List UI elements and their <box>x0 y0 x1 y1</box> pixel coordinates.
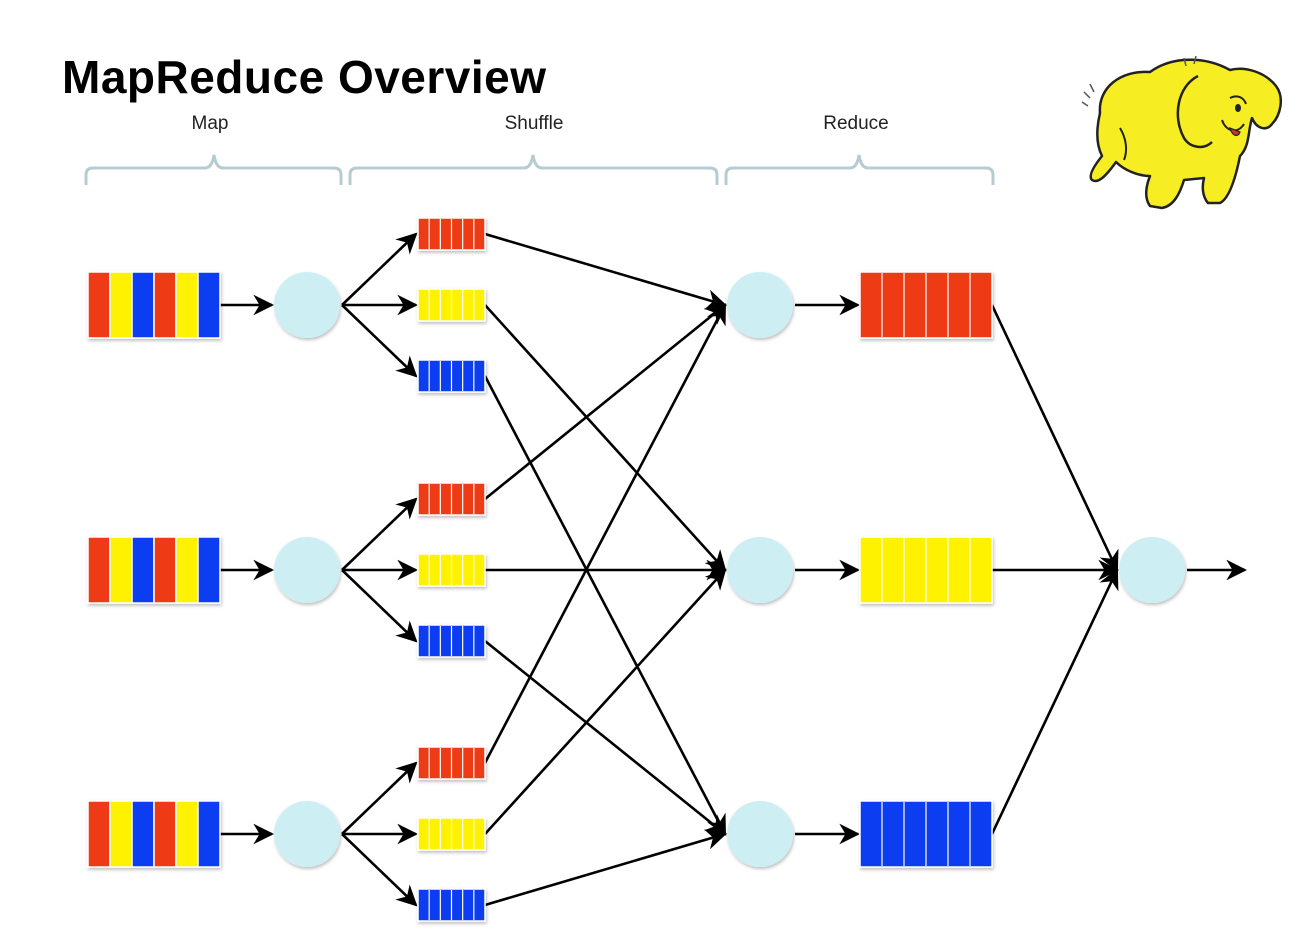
map-input-record-2-cell <box>153 536 177 604</box>
stage-label-reduce: Reduce <box>823 113 889 134</box>
arrow-shuffle-map-1-to-reduce-1 <box>484 232 727 310</box>
partition-3-red <box>417 746 486 780</box>
map-input-record-1-cell <box>197 271 221 339</box>
arrow-shuffle-map-1-to-reduce-2 <box>484 304 727 572</box>
map-input-record-2-cell <box>109 536 133 604</box>
map-input-record-3-cell <box>153 800 177 868</box>
arrow-shuffle-map-1-to-reduce-3 <box>483 375 727 836</box>
partition-3-blue <box>417 888 486 922</box>
stage-label-map: Map <box>191 113 229 134</box>
map-input-record-1 <box>87 271 221 339</box>
arrow-map-3-to-partition-blue <box>341 833 418 907</box>
map-node-2 <box>274 537 340 603</box>
arrow-map-1-to-partition-blue <box>341 304 418 378</box>
reduce-output-yellow <box>859 536 993 604</box>
map-input-record-3-cell <box>131 800 155 868</box>
hadoop-elephant-icon <box>1081 55 1283 210</box>
partition-1-blue <box>417 359 486 393</box>
partition-3-yellow <box>417 817 486 851</box>
brace-reduce <box>724 154 995 185</box>
arrow-map-2-to-partition-blue <box>341 569 418 643</box>
final-output-node <box>1119 537 1185 603</box>
arrow-map-3-to-partition-red <box>341 761 418 835</box>
arrow-shuffle-map-3-to-reduce-1 <box>483 303 727 764</box>
reduce-output-red <box>859 271 993 339</box>
stage-braces <box>84 154 995 185</box>
page-title: MapReduce Overview <box>62 51 547 103</box>
reduce-node-1 <box>727 272 793 338</box>
reduce-node-2 <box>727 537 793 603</box>
map-input-record-3-cell <box>197 800 221 868</box>
map-input-record-2 <box>87 536 221 604</box>
reduce-node-3 <box>727 801 793 867</box>
arrow-shuffle-map-3-to-reduce-3 <box>484 829 727 907</box>
arrow-shuffle-map-2-to-reduce-1 <box>484 303 727 501</box>
stage-label-shuffle: Shuffle <box>504 113 564 134</box>
map-input-record-3-cell <box>87 800 111 868</box>
map-input-record-3 <box>87 800 221 868</box>
map-node-1 <box>274 272 340 338</box>
map-input-record-2-cell <box>87 536 111 604</box>
map-input-record-1-cell <box>131 271 155 339</box>
map-input-record-2-cell <box>197 536 221 604</box>
arrow-shuffle-map-3-to-reduce-2 <box>484 568 727 835</box>
partition-1-yellow <box>417 288 486 322</box>
arrow-output-1-to-final <box>990 304 1119 572</box>
map-input-record-3-cell <box>109 800 133 868</box>
map-input-record-2-cell <box>175 536 199 604</box>
map-input-record-3-cell <box>175 800 199 868</box>
brace-shuffle <box>348 154 719 185</box>
map-input-record-1-cell <box>109 271 133 339</box>
arrow-shuffle-map-2-to-reduce-3 <box>484 639 727 836</box>
partition-1-red <box>417 217 486 251</box>
brace-map <box>84 154 343 185</box>
map-input-record-1-cell <box>153 271 177 339</box>
reduce-output-blue <box>859 800 993 868</box>
map-input-record-2-cell <box>131 536 155 604</box>
partition-2-red <box>417 482 486 516</box>
partition-2-blue <box>417 624 486 658</box>
map-input-record-1-cell <box>175 271 199 339</box>
partition-2-yellow <box>417 553 486 587</box>
map-node-3 <box>274 801 340 867</box>
map-input-record-1-cell <box>87 271 111 339</box>
arrow-map-2-to-partition-red <box>341 497 418 571</box>
arrow-output-3-to-final <box>990 568 1119 835</box>
arrow-map-1-to-partition-red <box>341 232 418 306</box>
